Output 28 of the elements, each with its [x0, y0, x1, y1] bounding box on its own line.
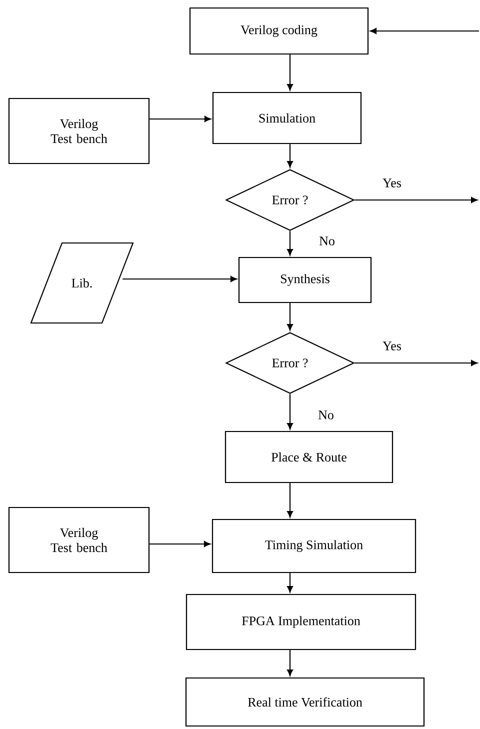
arrow — [287, 394, 293, 430]
process-box: Synthesis — [238, 256, 372, 304]
arrow — [287, 54, 293, 91]
process-box: Simulation — [212, 92, 362, 144]
arrow — [150, 541, 211, 548]
arrow — [287, 483, 293, 518]
arrow — [287, 650, 293, 676]
edge-label: Yes — [382, 178, 402, 188]
process-box: Timing Simulation — [212, 518, 416, 574]
arrow — [287, 144, 293, 168]
arrow — [287, 303, 293, 331]
input-parallelogram: Lib. — [30, 242, 134, 324]
arrow — [370, 28, 479, 34]
process-box: Real time Verification — [185, 677, 425, 727]
process-box: Verilog Test bench — [8, 506, 150, 574]
arrow — [287, 573, 293, 593]
arrow — [287, 231, 293, 256]
edge-label: No — [317, 410, 335, 420]
arrow — [122, 276, 238, 282]
arrow — [354, 197, 478, 204]
process-box: Verilog coding — [189, 7, 369, 55]
process-box: FPGA Implementation — [186, 594, 416, 650]
process-box: Verilog Test bench — [8, 98, 150, 164]
edge-label: No — [318, 236, 336, 246]
arrow — [150, 116, 212, 122]
arrow — [354, 360, 478, 366]
process-box: Place & Route — [224, 430, 394, 484]
edge-label: Yes — [382, 340, 402, 352]
